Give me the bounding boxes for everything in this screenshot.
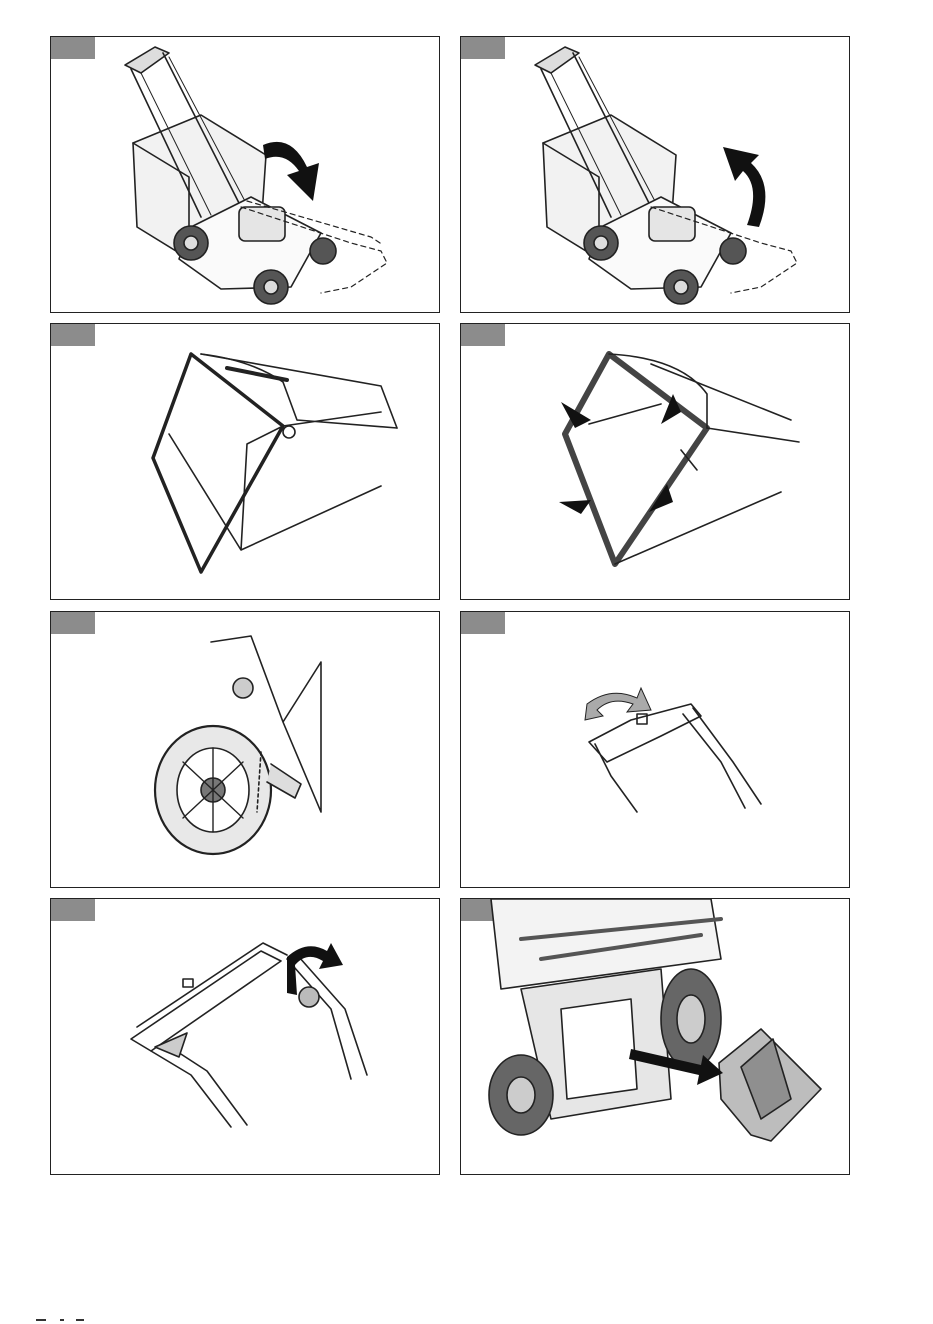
panel-handle-top-knob <box>460 611 850 888</box>
mulch-plug-removal-illustration <box>461 899 850 1175</box>
rotate-arrows-icon <box>559 394 681 514</box>
rotate-arrow-icon <box>585 688 651 720</box>
panel-grass-bag-clip-rotate <box>460 323 850 600</box>
panel-rear-wheel-height-lever <box>50 611 440 888</box>
panel-grass-bag-frame <box>50 323 440 600</box>
mower-handle-unfold-illustration <box>461 37 850 313</box>
panel-fold-handle-down <box>50 36 440 313</box>
crop-mark <box>36 1318 96 1322</box>
grass-bag-clip-illustration <box>461 324 850 600</box>
rear-wheel-height-illustration <box>51 612 440 888</box>
panel-mulch-plug-removal <box>460 898 850 1175</box>
grass-bag-frame-illustration <box>51 324 440 600</box>
panel-unfold-handle-up <box>460 36 850 313</box>
panel-handle-cable-clip <box>50 898 440 1175</box>
handle-cable-clip-illustration <box>51 899 440 1175</box>
rotate-up-arrow-icon <box>723 147 765 227</box>
rotate-down-arrow-icon <box>263 142 319 201</box>
mower-handle-fold-illustration <box>51 37 440 313</box>
handle-top-knob-illustration <box>461 612 850 888</box>
